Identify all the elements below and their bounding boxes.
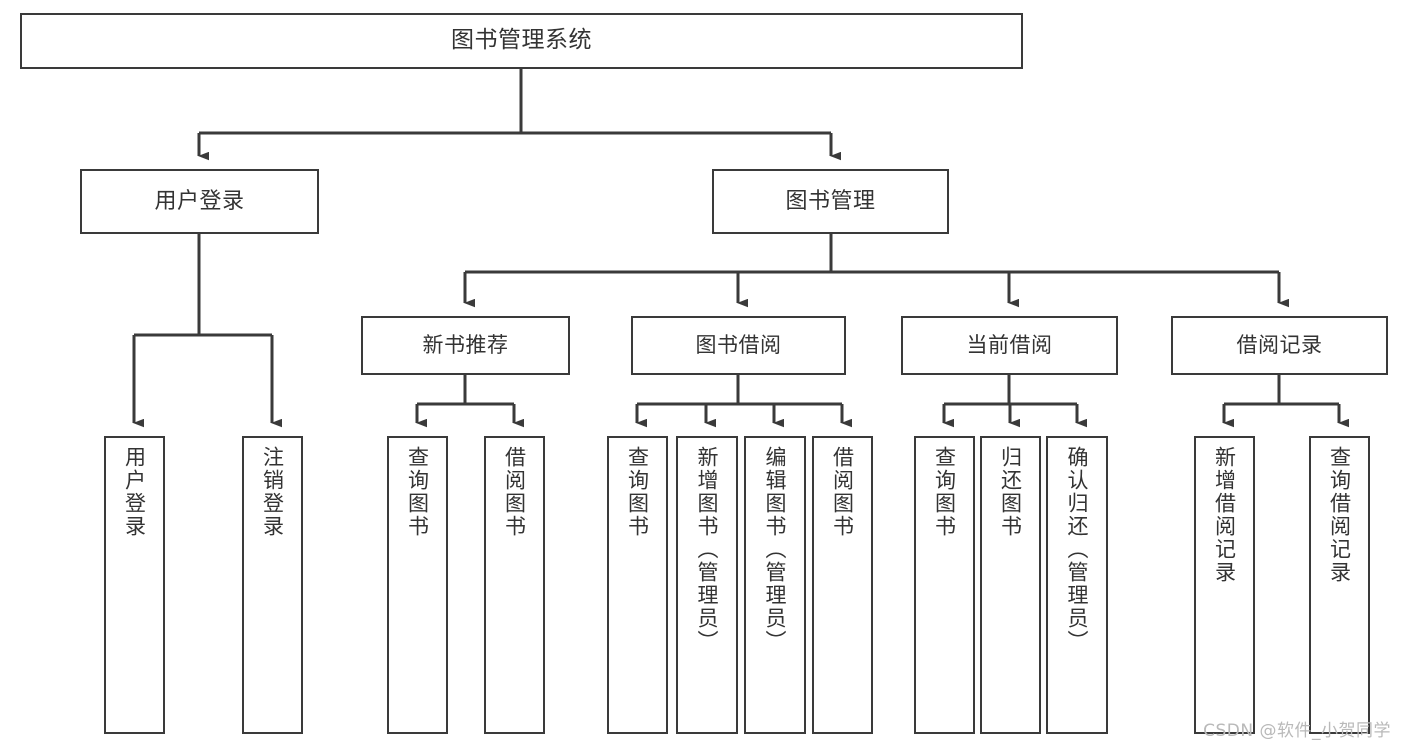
node-leaf-logout-login-label: 注销登录 <box>260 446 285 538</box>
node-leaf-add-book-admin-label: 新增图书（管理员） <box>695 446 720 653</box>
node-leaf-borrow-book-recommend-label: 借阅图书 <box>502 446 527 538</box>
node-new-book-recommend[interactable]: 新书推荐 <box>361 316 570 375</box>
node-leaf-confirm-return-admin[interactable]: 确认归还（管理员） <box>1046 436 1108 734</box>
node-leaf-query-book-borrow-label: 查询图书 <box>625 446 650 538</box>
node-leaf-return-book[interactable]: 归还图书 <box>980 436 1041 734</box>
node-leaf-user-login[interactable]: 用户登录 <box>104 436 165 734</box>
node-leaf-add-book-admin[interactable]: 新增图书（管理员） <box>676 436 738 734</box>
node-leaf-add-borrow-record-label: 新增借阅记录 <box>1212 446 1237 584</box>
node-leaf-query-borrow-record-label: 查询借阅记录 <box>1327 446 1352 584</box>
node-current-borrow-label: 当前借阅 <box>966 333 1053 358</box>
node-leaf-confirm-return-admin-label: 确认归还（管理员） <box>1065 446 1090 653</box>
node-user-login[interactable]: 用户登录 <box>80 169 319 234</box>
node-borrow-record[interactable]: 借阅记录 <box>1171 316 1388 375</box>
csdn-watermark: CSDN @软件_小贺同学 <box>1203 721 1391 741</box>
node-new-book-recommend-label: 新书推荐 <box>422 333 509 358</box>
node-leaf-user-login-label: 用户登录 <box>122 446 147 538</box>
node-book-management-label: 图书管理 <box>785 188 876 214</box>
node-book-management[interactable]: 图书管理 <box>712 169 949 234</box>
node-book-borrow-label: 图书借阅 <box>695 333 782 358</box>
node-leaf-query-book-recommend-label: 查询图书 <box>405 446 430 538</box>
node-leaf-borrow-book-recommend[interactable]: 借阅图书 <box>484 436 545 734</box>
node-leaf-query-book-current-label: 查询图书 <box>932 446 957 538</box>
node-borrow-record-label: 借阅记录 <box>1236 333 1323 358</box>
node-user-login-label: 用户登录 <box>154 188 245 214</box>
node-leaf-query-book-current[interactable]: 查询图书 <box>914 436 975 734</box>
node-leaf-logout-login[interactable]: 注销登录 <box>242 436 303 734</box>
node-leaf-edit-book-admin[interactable]: 编辑图书（管理员） <box>744 436 806 734</box>
node-leaf-borrow-book-label: 借阅图书 <box>830 446 855 538</box>
node-root-label: 图书管理系统 <box>451 27 592 54</box>
node-leaf-add-borrow-record[interactable]: 新增借阅记录 <box>1194 436 1255 734</box>
node-leaf-borrow-book[interactable]: 借阅图书 <box>812 436 873 734</box>
node-leaf-query-borrow-record[interactable]: 查询借阅记录 <box>1309 436 1370 734</box>
node-leaf-edit-book-admin-label: 编辑图书（管理员） <box>763 446 788 653</box>
node-leaf-query-book-recommend[interactable]: 查询图书 <box>387 436 448 734</box>
node-leaf-query-book-borrow[interactable]: 查询图书 <box>607 436 668 734</box>
node-root-book-management-system[interactable]: 图书管理系统 <box>20 13 1023 69</box>
node-book-borrow[interactable]: 图书借阅 <box>631 316 846 375</box>
node-current-borrow[interactable]: 当前借阅 <box>901 316 1118 375</box>
node-leaf-return-book-label: 归还图书 <box>998 446 1023 538</box>
